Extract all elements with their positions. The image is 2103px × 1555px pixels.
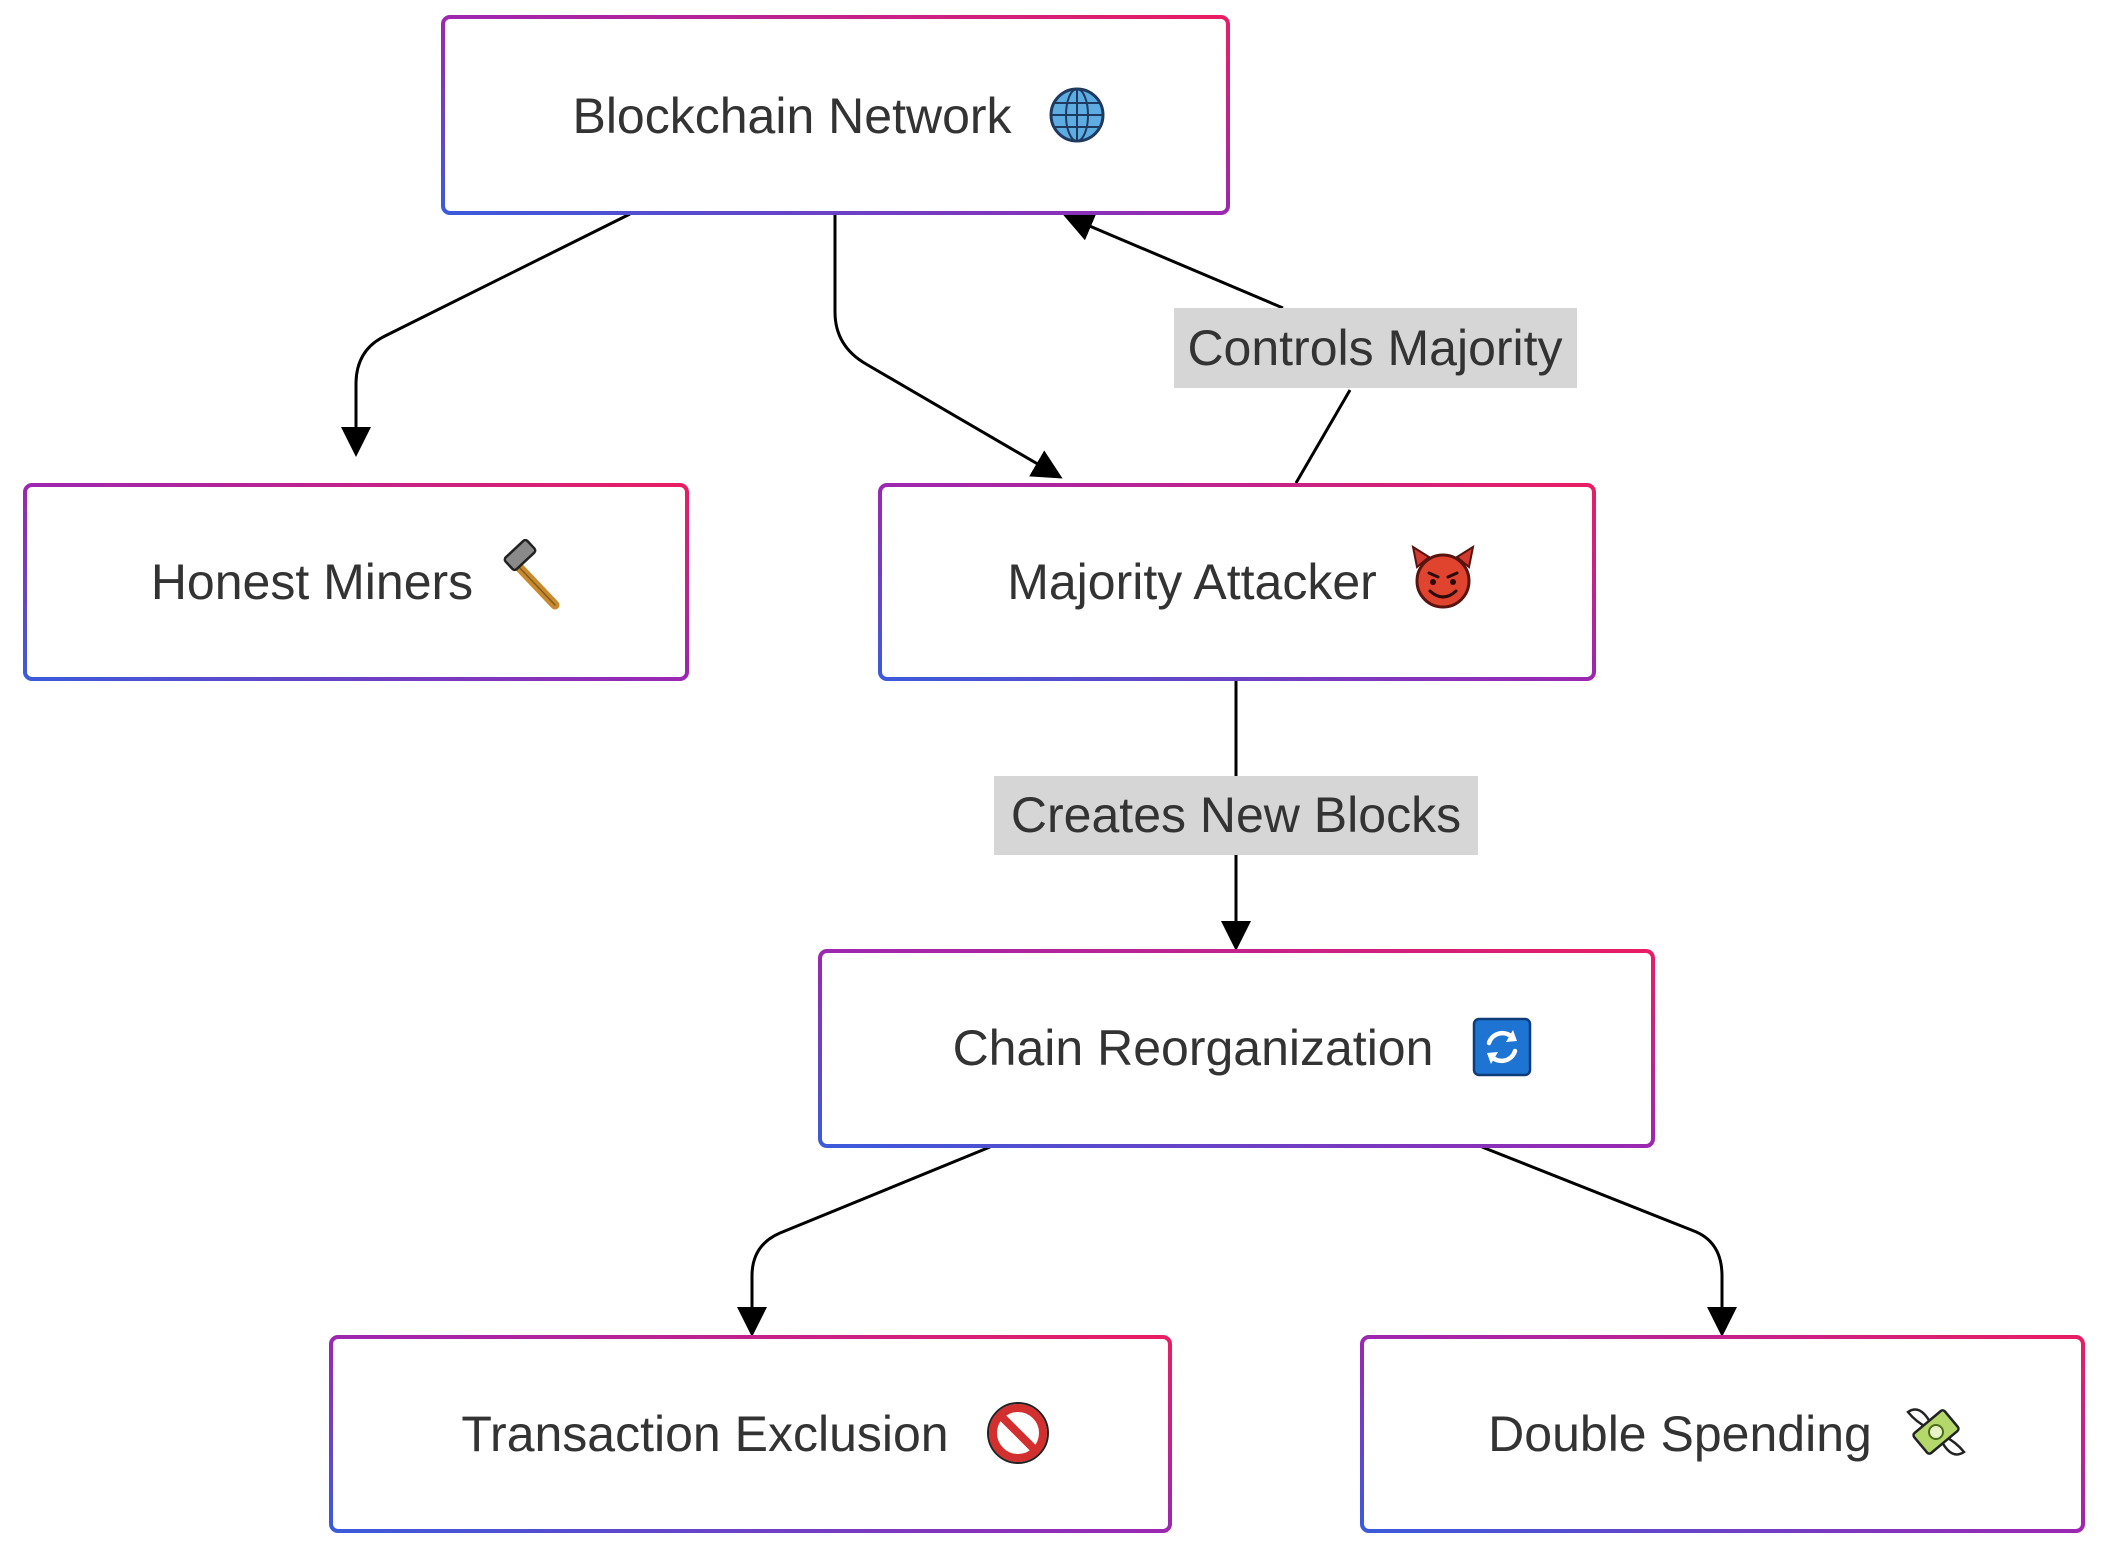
node-label: Transaction Exclusion bbox=[461, 1406, 948, 1462]
node-transaction-exclusion: Transaction Exclusion bbox=[329, 1335, 1172, 1533]
globe-icon bbox=[1049, 87, 1105, 143]
node-label: Honest Miners bbox=[151, 554, 473, 610]
node-label: Chain Reorganization bbox=[953, 1020, 1434, 1076]
edge-network-to-honest-miners bbox=[341, 212, 631, 457]
node-honest-miners: Honest Miners bbox=[23, 483, 689, 681]
edge-label-background bbox=[1174, 308, 1577, 388]
edge-attacker-controls-network bbox=[1294, 389, 1352, 484]
edges bbox=[341, 212, 1737, 1337]
node-label: Blockchain Network bbox=[572, 88, 1012, 144]
node-label: Double Spending bbox=[1488, 1406, 1872, 1462]
edge-label-text: Controls Majority bbox=[1187, 320, 1562, 376]
refresh-icon bbox=[1472, 1017, 1532, 1077]
edge-label-background bbox=[994, 776, 1478, 855]
node-chain-reorganization: Chain Reorganization bbox=[818, 949, 1655, 1148]
node-majority-attacker: Majority Attacker bbox=[878, 483, 1596, 681]
edge-label-creates-new-blocks: Creates New Blocks bbox=[994, 776, 1478, 855]
edge-attacker-controls-network-upper bbox=[1063, 212, 1284, 310]
money-with-wings-icon bbox=[1906, 1408, 1966, 1456]
hammer-icon bbox=[503, 538, 560, 610]
prohibited-icon bbox=[987, 1402, 1049, 1464]
edge-label-controls-majority: Controls Majority bbox=[1174, 308, 1577, 388]
edge-network-to-majority-attacker bbox=[833, 214, 1063, 479]
edge-reorg-to-double-spending bbox=[1481, 1145, 1737, 1337]
node-label: Majority Attacker bbox=[1007, 554, 1377, 610]
node-blockchain-network: Blockchain Network bbox=[441, 15, 1230, 215]
edge-label-text: Creates New Blocks bbox=[1011, 787, 1461, 843]
node-double-spending: Double Spending bbox=[1360, 1335, 2085, 1533]
devil-face-icon bbox=[1411, 544, 1475, 609]
edge-reorg-to-tx-exclusion bbox=[737, 1145, 991, 1337]
